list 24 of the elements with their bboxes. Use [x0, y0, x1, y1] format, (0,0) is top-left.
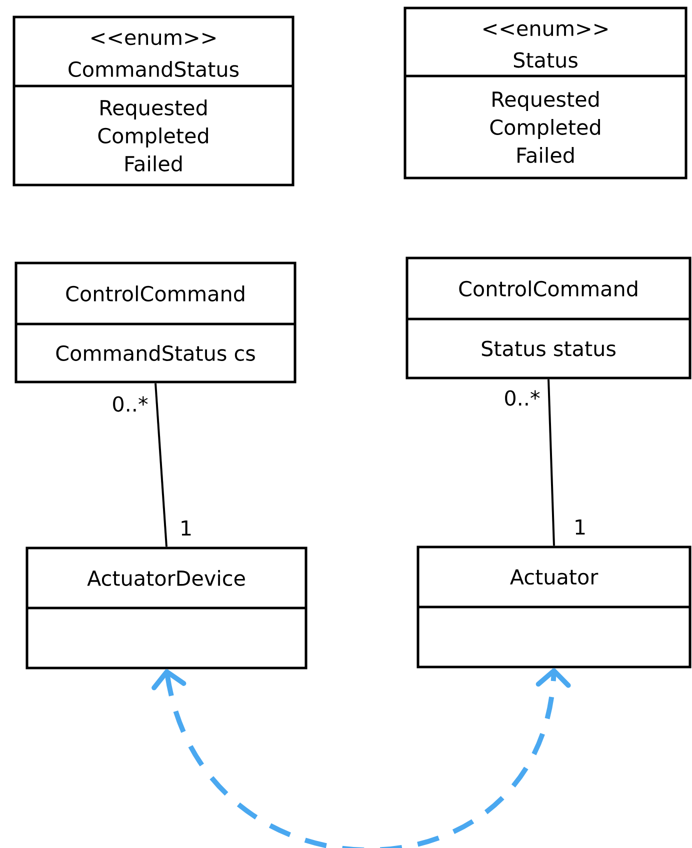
class-name: Status	[514, 52, 578, 68]
dashed-arrow	[152, 668, 571, 848]
enum-values: Requested Completed Failed	[490, 91, 600, 163]
class-box	[406, 256, 692, 380]
stereotype-label: <<enum>>	[92, 32, 216, 46]
multiplicity-label: 0..*	[113, 396, 148, 412]
multiplicity-label: 1	[182, 520, 191, 536]
multiplicity-label: 0..*	[505, 390, 540, 406]
class-name: Actuator	[510, 569, 598, 585]
class-box	[416, 546, 692, 668]
class-name: ControlCommand	[66, 286, 244, 302]
class-name: ControlCommand	[459, 280, 638, 296]
association-line	[548, 379, 555, 546]
class-name: ActuatorDevice	[87, 570, 245, 586]
class-box	[14, 262, 296, 384]
class-box	[26, 546, 308, 670]
attribute-text: CommandStatus cs	[56, 345, 255, 361]
enum-box	[404, 6, 688, 180]
enum-box	[12, 16, 294, 186]
enum-values: Requested Completed Failed	[98, 100, 208, 172]
attribute-text: Status status	[482, 340, 616, 356]
stereotype-label: <<enum>>	[484, 24, 608, 36]
association-line	[154, 383, 168, 547]
class-name: CommandStatus	[68, 61, 239, 77]
